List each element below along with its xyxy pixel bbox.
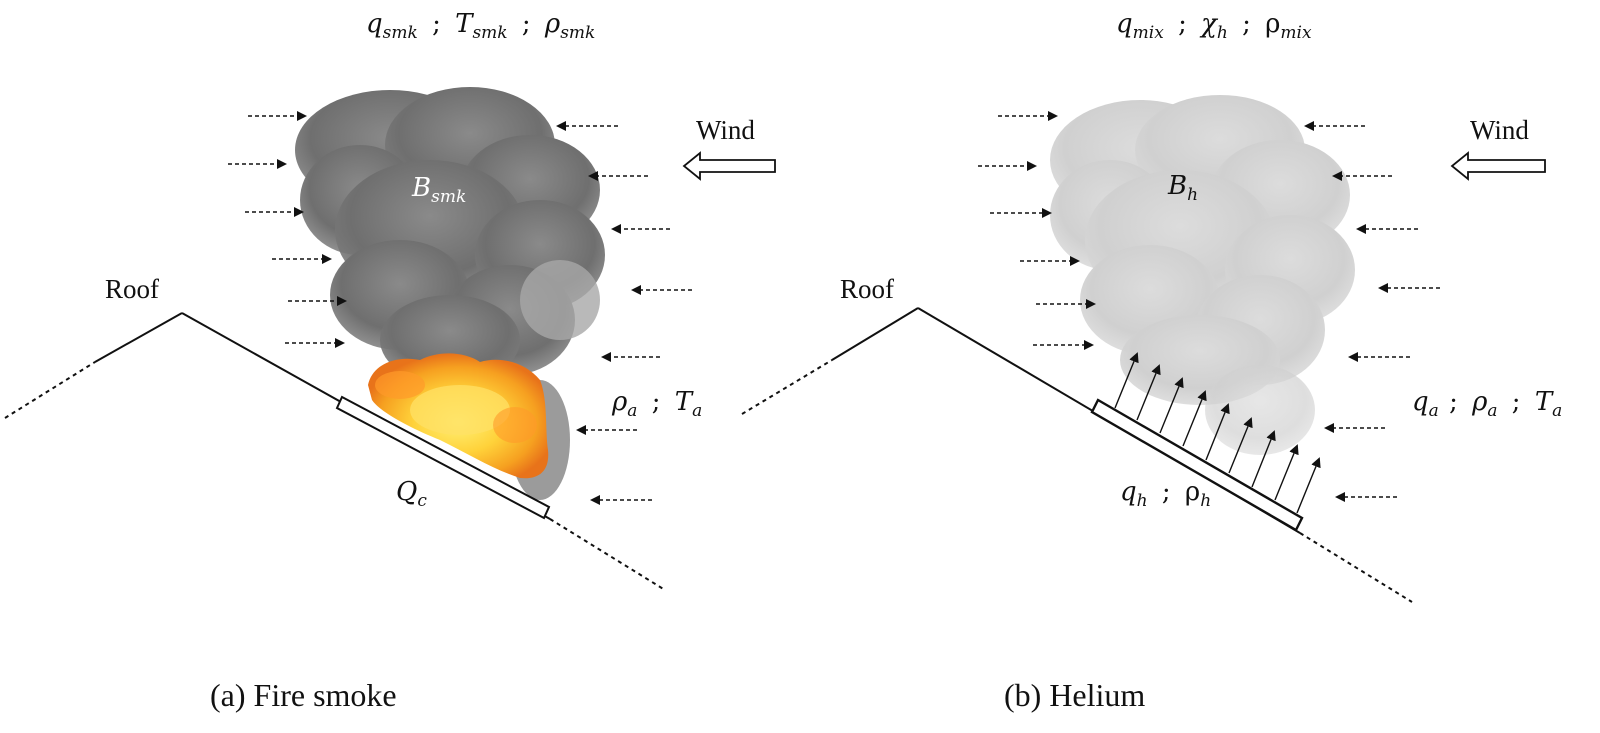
panel-a: qsmk ; Tsmk ; ρsmk Bsm (4, 9, 776, 713)
flame (368, 353, 549, 479)
wind-direction-arrow-b (1450, 151, 1546, 181)
burner-plate (335, 395, 551, 520)
wind-direction-arrow-a (682, 151, 776, 181)
helium-source-plate (1090, 398, 1304, 532)
panel-b-top-label: qmix ; χh ; ρmix (1116, 9, 1312, 45)
panel-b: qmix ; χh ; ρmix Bh (741, 9, 1562, 713)
helium-buoyancy-label: Bh (1167, 171, 1198, 205)
wind-label-b: Wind (1470, 115, 1529, 145)
wind-arrows-right-a (556, 121, 692, 505)
helium-source-label: qh ; ρh (1120, 477, 1211, 513)
ambient-label-b: qa ; ρa ; Ta (1412, 387, 1562, 423)
roof-label-b: Roof (840, 274, 894, 304)
helium-plume (1050, 95, 1355, 455)
smoke-plume (295, 87, 605, 500)
plume-buoyancy-label: Bsmk (411, 173, 466, 207)
ambient-label-a: ρa ; Ta (611, 387, 702, 423)
panel-a-top-label: qsmk ; Tsmk ; ρsmk (366, 9, 595, 45)
roof-label-a: Roof (105, 274, 159, 304)
heat-release-label: Qc (396, 477, 427, 511)
wind-arrows-right-b (1304, 121, 1440, 502)
wind-label-a: Wind (696, 115, 755, 145)
wind-arrows-left-b (978, 111, 1096, 350)
caption-b: (b) Helium (1004, 677, 1145, 713)
wind-arrows-left-a (228, 111, 347, 348)
helium-flux-arrows (1114, 352, 1321, 514)
caption-a: (a) Fire smoke (210, 677, 397, 713)
